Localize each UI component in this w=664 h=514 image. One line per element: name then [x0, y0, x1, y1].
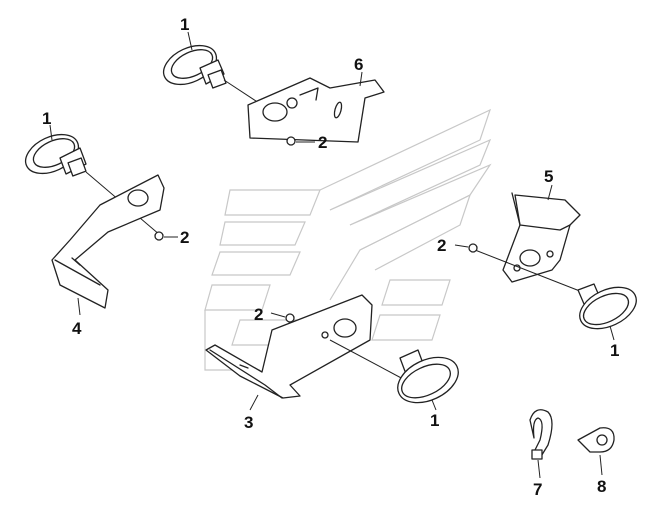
callout-1-right: 1 — [610, 341, 619, 360]
callout-7: 7 — [533, 480, 542, 499]
bracket-3-assembly — [205, 294, 459, 404]
callout-6: 6 — [354, 55, 363, 74]
callout-8: 8 — [597, 477, 606, 496]
callout-2-left: 2 — [180, 228, 189, 247]
callout-2-right: 2 — [437, 236, 446, 255]
callout-1-top: 1 — [180, 15, 189, 34]
callout-5: 5 — [544, 167, 553, 186]
callout-1-center: 1 — [430, 411, 439, 430]
callout-4: 4 — [72, 319, 82, 338]
bracket-6-assembly — [162, 44, 385, 146]
callout-1-left: 1 — [42, 109, 51, 128]
leader-lines — [49, 31, 615, 479]
callout-2-top: 2 — [318, 133, 327, 152]
callout-labels: 1 6 2 1 2 4 5 2 1 2 3 1 7 8 — [42, 15, 619, 499]
cable-tie-7 — [529, 409, 553, 460]
callout-3: 3 — [244, 413, 253, 432]
bracket-4-assembly — [24, 133, 165, 309]
callout-2-center: 2 — [254, 305, 263, 324]
bracket-5-assembly — [468, 192, 637, 330]
clip-8 — [577, 427, 615, 453]
